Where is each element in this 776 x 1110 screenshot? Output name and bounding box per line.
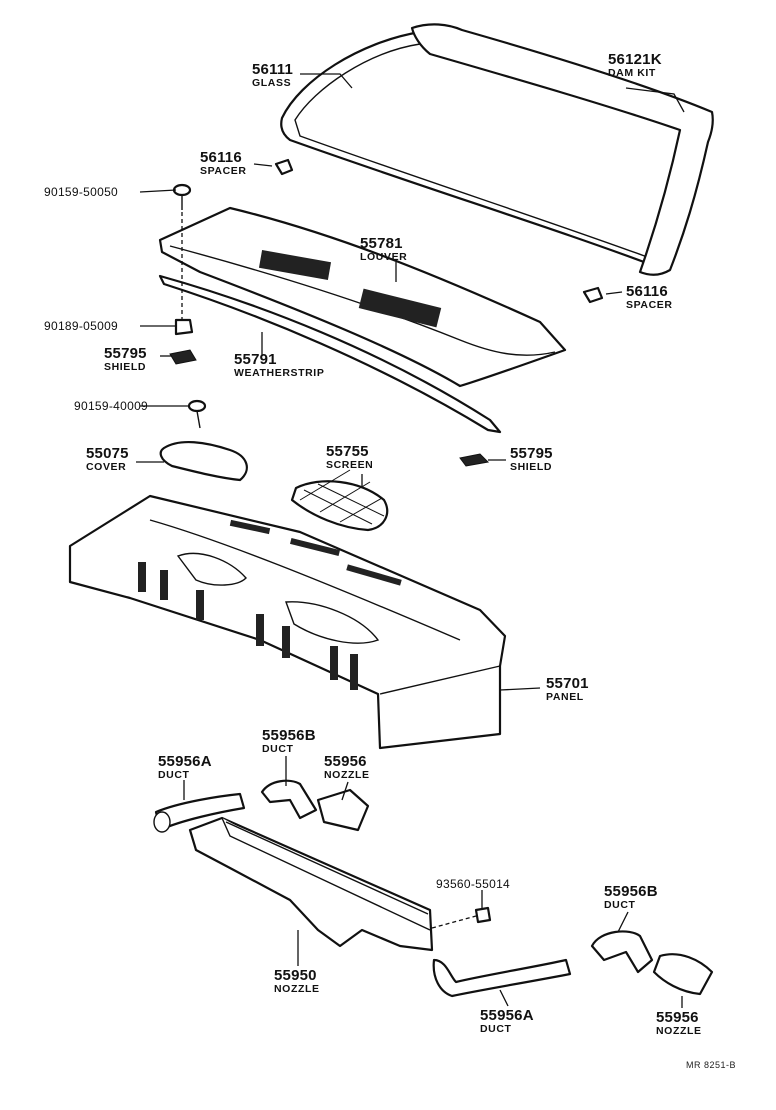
label-nozzle-lower: 55956 NOZZLE [656,1009,702,1037]
louver-part [158,206,567,388]
dam-kit-seal [410,23,714,276]
main-nozzle-part [188,816,434,952]
label-dam-kit: 56121K DAM KIT [608,51,662,79]
leader-lines [136,73,685,1008]
nozzle-lower-shape [652,953,714,996]
label-nozzle-upper: 55956 NOZZLE [324,753,370,781]
label-duct-a-lower: 55956A DUCT [480,1007,534,1035]
label-weatherstrip: 55791 WEATHERSTRIP [234,351,325,379]
label-shield-right: 55795 SHIELD [510,445,553,473]
label-nut: 90189-05009 [44,319,119,333]
label-bolt-lower: 90159-40009 [74,399,149,413]
figure-reference: MR 8251-B [686,1060,737,1070]
label-cover: 55075 COVER [86,445,129,473]
label-clip: 93560-55014 [436,877,511,891]
label-duct-a-upper: 55956A DUCT [158,753,212,781]
label-bolt-upper: 90159-50050 [44,185,119,199]
louver-vents-left [258,250,332,280]
screen-part [290,469,389,532]
label-shield-left: 55795 SHIELD [104,345,147,373]
bolt-lower-shape [187,399,207,429]
cover-part [159,440,248,482]
label-spacer-right: 56116 SPACER [626,283,673,311]
duct-a-lower-shape [432,958,572,998]
spacer-upper-shape [274,158,294,176]
louver-vents-right [358,288,442,328]
label-duct-b-upper: 55956B DUCT [262,727,316,755]
weatherstrip-part [158,274,502,434]
duct-b-upper-shape [260,779,318,820]
label-duct-b-lower: 55956B DUCT [604,883,658,911]
label-louver: 55781 LOUVER [360,235,408,263]
nut-shape [174,318,194,336]
bolt-upper-shape [172,183,192,210]
spacer-right-shape [582,286,604,304]
duct-b-lower-shape [590,930,654,974]
duct-a-upper-shape [153,792,246,833]
shield-left-shape [169,349,197,365]
label-spacer-upper: 56116 SPACER [200,149,247,177]
cowl-panel-part [68,494,507,750]
label-nozzle-main: 55950 NOZZLE [274,967,320,995]
clip-shape [474,906,492,924]
label-panel: 55701 PANEL [546,675,589,703]
clip-guide-line [431,915,477,929]
label-screen: 55755 SCREEN [326,443,374,471]
label-glass: 56111 GLASS [252,61,294,89]
shield-right-shape [459,453,490,467]
